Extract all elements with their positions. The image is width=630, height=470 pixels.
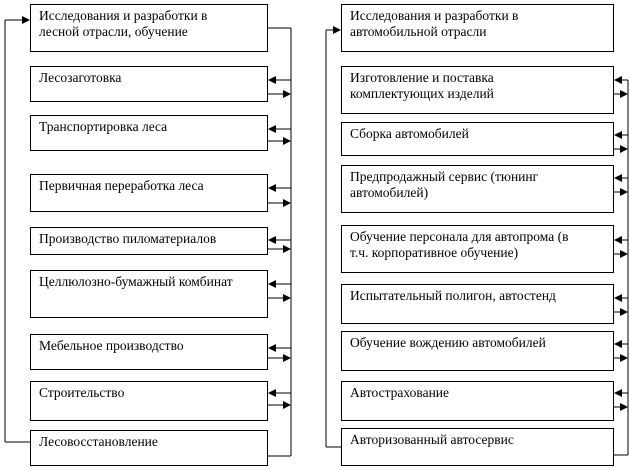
right-box-authorized-service: Авторизованный автосервис <box>341 428 614 466</box>
left-box-logging: Лесозаготовка <box>30 66 268 102</box>
right-box-car-assembly: Сборка автомобилей <box>341 122 614 156</box>
left-box-rnd-forestry: Исследования и разработки в лесной отрас… <box>30 4 268 52</box>
right-box-driving-school: Обучение вождению автомобилей <box>341 331 614 371</box>
right-box-car-insurance: Автострахование <box>341 381 614 421</box>
left-box-primary-processing: Первичная переработка леса <box>30 174 268 212</box>
right-box-staff-training: Обучение персонала для автопрома (в т.ч.… <box>341 225 614 273</box>
left-box-pulp-paper-mill: Целлюлозно-бумажный комбинат <box>30 270 268 318</box>
right-box-components-supply: Изготовление и поставка комплектующих из… <box>341 66 614 114</box>
right-box-rnd-automotive: Исследования и разработки в автомобильно… <box>341 4 614 52</box>
right-box-presale-service: Предпродажный сервис (тюнинг автомобилей… <box>341 165 614 213</box>
left-box-furniture: Мебельное производство <box>30 334 268 370</box>
left-box-construction: Строительство <box>30 381 268 421</box>
left-box-reforestation: Лесовосстановление <box>30 430 268 466</box>
left-box-lumber-production: Производство пиломатериалов <box>30 227 268 255</box>
right-box-test-ground: Испытательный полигон, автостенд <box>341 284 614 324</box>
left-box-timber-transport: Транспортировка леса <box>30 115 268 151</box>
